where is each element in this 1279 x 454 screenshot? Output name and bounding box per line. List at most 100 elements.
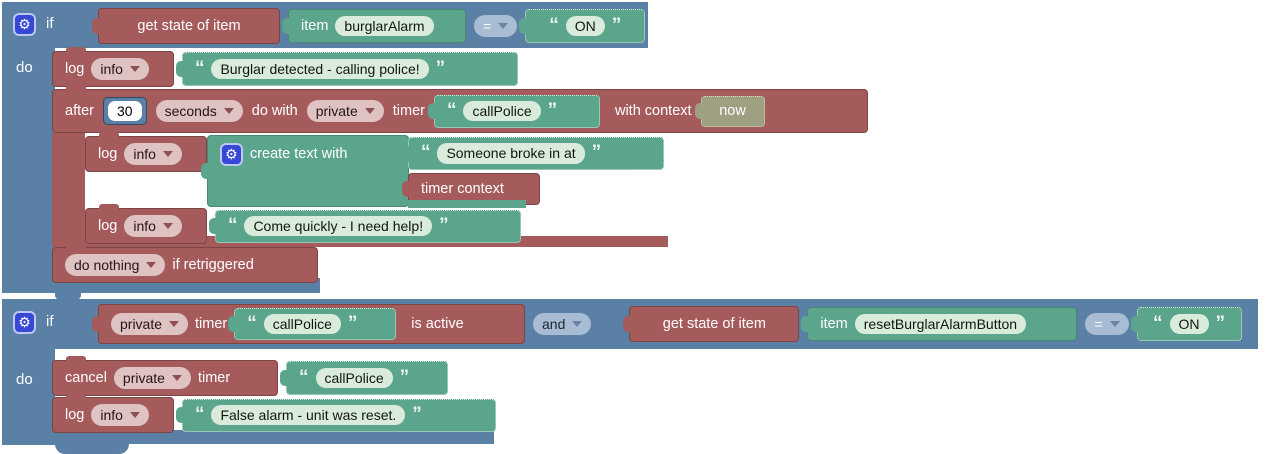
open-quote-icon: “ bbox=[1153, 312, 1163, 334]
timer-label: timer bbox=[195, 316, 228, 332]
create-text-block[interactable]: ⚙ create text with “ Someone broke in at… bbox=[206, 135, 664, 208]
log-message-field[interactable]: False alarm - unit was reset. bbox=[211, 404, 406, 426]
item-name-field[interactable]: burglarAlarm bbox=[335, 15, 434, 37]
text-value-block[interactable]: “ Someone broke in at ” bbox=[407, 137, 664, 170]
timer-name-field[interactable]: callPolice bbox=[463, 100, 541, 122]
rule1-log-help-row: log info “ Come quickly - I need help! ” bbox=[85, 204, 521, 244]
timer-name-block[interactable]: “ callPolice ” bbox=[234, 308, 397, 340]
timer-scope-dropdown[interactable]: private bbox=[306, 99, 384, 123]
text-value-field[interactable]: ON bbox=[565, 15, 605, 37]
dropdown-arrow-icon bbox=[223, 107, 234, 114]
item-name-field[interactable]: resetBurglarAlarmButton bbox=[854, 313, 1027, 335]
close-quote-icon: ” bbox=[1215, 312, 1226, 334]
is-active-label: is active bbox=[411, 316, 464, 332]
gear-icon[interactable]: ⚙ bbox=[13, 311, 36, 334]
timer-name-field[interactable]: callPolice bbox=[315, 367, 393, 389]
log-level-dropdown[interactable]: info bbox=[91, 403, 149, 427]
open-quote-icon: “ bbox=[420, 142, 431, 163]
item-label: item bbox=[301, 18, 329, 34]
dropdown-arrow-icon bbox=[171, 374, 182, 381]
text-value-block[interactable]: “ ON ” bbox=[525, 9, 646, 43]
item-block[interactable]: item resetBurglarAlarmButton bbox=[807, 307, 1078, 341]
timer-scope-value: private bbox=[315, 102, 358, 119]
open-quote-icon: “ bbox=[194, 403, 205, 425]
timer-name-block[interactable]: “ callPolice ” bbox=[286, 361, 448, 395]
timer-scope-dropdown[interactable]: private bbox=[111, 312, 189, 336]
text-value-block[interactable]: “ False alarm - unit was reset. ” bbox=[181, 398, 496, 432]
retrigger-policy-value: do nothing bbox=[74, 256, 140, 273]
open-quote-icon: “ bbox=[299, 366, 309, 388]
logic-operator-value: and bbox=[542, 315, 566, 332]
rule2-if-block-bottom bbox=[2, 430, 494, 444]
gear-icon[interactable]: ⚙ bbox=[219, 143, 243, 166]
dropdown-arrow-icon bbox=[146, 261, 157, 268]
timer-context-block[interactable]: timer context bbox=[407, 173, 540, 205]
timer-scope-value: private bbox=[120, 315, 163, 332]
cancel-timer-block[interactable]: cancel private timer bbox=[52, 356, 278, 396]
timer-name-block[interactable]: “ callPolice ” bbox=[433, 94, 600, 128]
gear-icon[interactable]: ⚙ bbox=[13, 13, 36, 36]
get-state-label: get state of item bbox=[137, 18, 241, 34]
comparison-operator-dropdown[interactable]: = bbox=[1085, 312, 1129, 336]
log-block[interactable]: log info bbox=[85, 132, 207, 172]
after-block-left-column bbox=[52, 133, 85, 246]
cancel-label: cancel bbox=[65, 370, 107, 386]
log-level-value: info bbox=[100, 406, 123, 423]
number-shadow-block[interactable]: 30 bbox=[103, 96, 147, 126]
text-value-block[interactable]: “ Come quickly - I need help! ” bbox=[214, 209, 521, 243]
close-quote-icon: ” bbox=[547, 99, 558, 121]
log-label: log bbox=[65, 61, 85, 77]
text-value-block[interactable]: “ Burglar detected - calling police! ” bbox=[181, 52, 518, 86]
dropdown-arrow-icon bbox=[129, 411, 140, 418]
close-quote-icon: ” bbox=[435, 57, 446, 79]
create-text-label: create text with bbox=[249, 146, 348, 162]
open-quote-icon: “ bbox=[549, 14, 559, 36]
operator-value: = bbox=[1094, 315, 1103, 332]
item-block[interactable]: item burglarAlarm bbox=[288, 9, 466, 43]
create-text-block-foot bbox=[407, 200, 526, 208]
close-quote-icon: ” bbox=[347, 312, 358, 334]
dropdown-arrow-icon bbox=[129, 65, 140, 72]
delay-field[interactable]: 30 bbox=[108, 100, 142, 122]
text-value-block[interactable]: “ ON ” bbox=[1136, 307, 1242, 341]
dropdown-arrow-icon bbox=[498, 22, 509, 29]
rule1-log-someone-row: log info ⚙ create text with “ Someone br… bbox=[85, 132, 664, 208]
rule2-if-label: if bbox=[46, 313, 54, 330]
gear-glyph: ⚙ bbox=[18, 16, 31, 32]
log-level-dropdown[interactable]: info bbox=[91, 57, 149, 81]
now-block[interactable]: now bbox=[700, 95, 765, 127]
log-block[interactable]: log info bbox=[52, 47, 174, 87]
log-level-dropdown[interactable]: info bbox=[124, 214, 182, 238]
rule2-condition-row: private timer “ callPolice ” is active a… bbox=[98, 304, 1242, 344]
gear-glyph: ⚙ bbox=[225, 146, 238, 162]
log-block[interactable]: log info bbox=[52, 393, 174, 433]
rule1-condition-row: get state of item item burglarAlarm = “ … bbox=[98, 8, 646, 44]
retrigger-policy-block[interactable]: do nothing if retriggered bbox=[52, 243, 318, 283]
after-timer-block[interactable]: after 30 seconds do with private timer “… bbox=[52, 85, 868, 133]
log-block[interactable]: log info bbox=[85, 204, 207, 244]
log-message-field[interactable]: Burglar detected - calling police! bbox=[211, 58, 429, 80]
timer-name-field[interactable]: callPolice bbox=[263, 313, 341, 335]
text-part-field[interactable]: Someone broke in at bbox=[437, 143, 585, 164]
log-label: log bbox=[65, 407, 85, 423]
get-state-of-item-block[interactable]: get state of item bbox=[629, 306, 800, 342]
open-quote-icon: “ bbox=[247, 312, 257, 334]
gear-glyph: ⚙ bbox=[18, 314, 31, 330]
comparison-operator-dropdown[interactable]: = bbox=[474, 14, 518, 38]
time-unit-dropdown[interactable]: seconds bbox=[155, 99, 243, 123]
rule1-if-block-left-column bbox=[2, 2, 55, 293]
timer-label: timer bbox=[197, 370, 231, 386]
with-context-label: with context bbox=[614, 103, 692, 119]
text-value-field[interactable]: ON bbox=[1169, 313, 1209, 335]
log-level-dropdown[interactable]: info bbox=[124, 142, 182, 166]
rule2-log-false-alarm-row: log info “ False alarm - unit was reset.… bbox=[52, 393, 496, 433]
dropdown-arrow-icon bbox=[1109, 320, 1120, 327]
log-message-field[interactable]: Come quickly - I need help! bbox=[244, 215, 433, 237]
logic-operator-dropdown[interactable]: and bbox=[533, 312, 592, 336]
timer-scope-dropdown[interactable]: private bbox=[113, 366, 191, 390]
timer-is-active-block[interactable]: private timer “ callPolice ” is active bbox=[98, 304, 525, 344]
timer-scope-value: private bbox=[122, 369, 165, 386]
retrigger-policy-dropdown[interactable]: do nothing bbox=[65, 253, 166, 277]
get-state-of-item-block[interactable]: get state of item bbox=[98, 8, 280, 44]
